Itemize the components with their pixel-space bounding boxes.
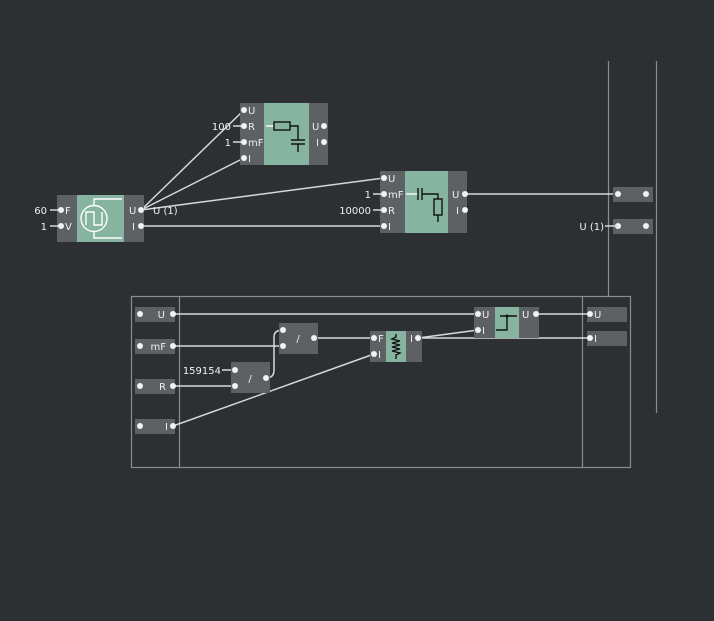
sub-input-r[interactable]: R (135, 379, 176, 394)
rc-out-u-label: U (312, 122, 319, 133)
wires (140, 109, 618, 427)
probe-block-2[interactable] (613, 219, 653, 234)
inductor-block[interactable]: F I I (370, 331, 422, 362)
sub-output-i[interactable]: I (587, 331, 627, 346)
cr-mf-value[interactable]: 1 (365, 190, 371, 201)
filter-f-label: F (378, 334, 384, 345)
sub-input-mf[interactable]: mF (135, 339, 176, 354)
filter-port-f[interactable] (371, 335, 377, 341)
switch-u-label: U (482, 310, 489, 321)
inductor-coil-icon (389, 334, 403, 359)
rc-port-out-i[interactable] (321, 139, 327, 145)
rc-port-u[interactable] (241, 107, 247, 113)
cr-out-u-label: U (452, 190, 459, 201)
filter-port-i[interactable] (371, 351, 377, 357)
gen-v-label: V (65, 222, 72, 233)
rc-r-label: R (248, 122, 255, 133)
wire-div1-to-div2 (265, 329, 284, 379)
div2-port-out[interactable] (311, 335, 317, 341)
cr-out-i-label: I (456, 206, 459, 217)
rc-i-label: I (248, 154, 251, 165)
rc-r-value[interactable]: 100 (212, 122, 231, 133)
wire-sub-i-to-filter (172, 353, 375, 427)
capacitor-resistor-icon (406, 188, 443, 222)
sub-output-u-label: U (594, 310, 601, 321)
subsystem-frame (130, 295, 632, 469)
div2-symbol: / (296, 334, 300, 345)
switch-block[interactable]: U I U (474, 307, 539, 338)
cr-block[interactable] (380, 171, 467, 233)
wire-filter-to-switch (417, 329, 479, 339)
cr-mf-label: mF (388, 190, 404, 201)
gen-u-label: U (129, 206, 136, 217)
gen-i-label: I (132, 222, 135, 233)
sub-input-i-label: I (165, 422, 168, 433)
cr-port-r[interactable] (381, 207, 387, 213)
square-wave-source-icon (80, 198, 122, 239)
gen-u-tag: U (1) (153, 206, 178, 217)
switch-out-label: U (522, 310, 529, 321)
gen-port-v[interactable] (58, 223, 64, 229)
sub-input-u-label: U (158, 310, 165, 321)
cr-port-u[interactable] (381, 175, 387, 181)
cr-i-label: I (388, 222, 391, 233)
gen-v-value[interactable]: 1 (41, 222, 47, 233)
sub-input-i[interactable]: I (135, 419, 176, 434)
switch-port-i[interactable] (475, 327, 481, 333)
cr-u-label: U (388, 174, 395, 185)
rc-out-i-label: I (316, 138, 319, 149)
gen-port-f[interactable] (58, 207, 64, 213)
sub-input-r-label: R (159, 382, 166, 393)
cr-port-i[interactable] (381, 223, 387, 229)
cr-port-out-i[interactable] (462, 207, 468, 213)
gen-port-i[interactable] (138, 223, 144, 229)
switch-i-label: I (482, 326, 485, 337)
div1-symbol: / (248, 374, 252, 385)
cr-r-label: R (388, 206, 395, 217)
gen-f-label: F (65, 206, 71, 217)
switch-port-out[interactable] (533, 311, 539, 317)
wire-gen-u-to-rc-i (140, 157, 245, 211)
cr-port-out-u[interactable] (462, 191, 468, 197)
rc-u-label: U (248, 106, 255, 117)
resistor-capacitor-icon (266, 121, 305, 152)
filter-port-out[interactable] (415, 335, 421, 341)
divide-block-1[interactable]: / (231, 362, 270, 393)
rc-mf-value[interactable]: 1 (225, 138, 231, 149)
filter-out-label: I (410, 334, 413, 345)
sub-input-u[interactable]: U (135, 307, 176, 322)
probe-tag: U (1) (579, 222, 604, 233)
cr-port-mf[interactable] (381, 191, 387, 197)
div1-port-out[interactable] (263, 375, 269, 381)
div1-constant[interactable]: 159154 (183, 366, 221, 377)
probe-block-1[interactable] (613, 187, 653, 202)
div2-port-a[interactable] (280, 327, 286, 333)
gen-f-value[interactable]: 60 (34, 206, 47, 217)
switch-port-u[interactable] (475, 311, 481, 317)
gen-port-u[interactable] (138, 207, 144, 213)
probe2-port-out[interactable] (643, 223, 649, 229)
rc-port-r[interactable] (241, 123, 247, 129)
filter-i-label: I (378, 350, 381, 361)
rc-mf-label: mF (248, 138, 264, 149)
generator-block[interactable] (57, 195, 144, 242)
div2-port-b[interactable] (280, 343, 286, 349)
sub-input-mf-label: mF (151, 342, 167, 353)
probe1-port-out[interactable] (643, 191, 649, 197)
sub-output-u[interactable]: U (587, 307, 627, 322)
divide-block-2[interactable]: / (279, 323, 318, 354)
div1-port-a[interactable] (232, 367, 238, 373)
rc-block[interactable] (240, 103, 328, 165)
rc-port-i[interactable] (241, 155, 247, 161)
cr-r-value[interactable]: 10000 (339, 206, 371, 217)
div1-port-b[interactable] (232, 383, 238, 389)
wire-gen-u-to-rc-u (140, 109, 245, 211)
rc-port-mf[interactable] (241, 139, 247, 145)
sub-output-i-label: I (594, 334, 597, 345)
wire-gen-u-to-cr-u (140, 177, 385, 211)
probe1-port-in[interactable] (615, 191, 621, 197)
rc-port-out-u[interactable] (321, 123, 327, 129)
